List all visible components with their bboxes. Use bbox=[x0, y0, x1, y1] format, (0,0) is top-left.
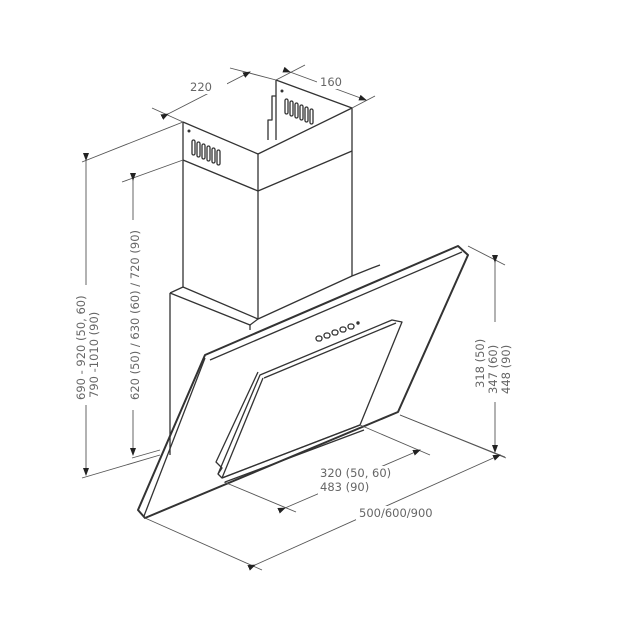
dim-chimney-width: 220 bbox=[151, 67, 277, 123]
dim-label-160: 160 bbox=[320, 75, 342, 89]
hood-body bbox=[169, 264, 381, 455]
dim-label-hood-depth-2: 483 (90) bbox=[320, 480, 369, 494]
dim-hood-width: 500/600/900 bbox=[144, 414, 507, 571]
vent-slots-right bbox=[280, 89, 314, 125]
control-buttons bbox=[315, 321, 360, 342]
dim-label-hood-height-1: 318 (50) bbox=[473, 339, 487, 388]
inclined-glass-panel bbox=[137, 245, 469, 519]
dim-label-hood-depth-1: 320 (50, 60) bbox=[320, 466, 391, 480]
dim-label-total-height-2: 790 -1010 (90) bbox=[87, 312, 101, 398]
dim-chimney-height: 620 (50) / 630 (60) / 720 (90) bbox=[121, 159, 184, 459]
dim-hood-height: 318 (50) 347 (60) 448 (90) bbox=[399, 245, 520, 458]
dim-label-total-height-1: 690 - 920 (50, 60) bbox=[74, 295, 88, 400]
vent-slots-left bbox=[187, 129, 221, 166]
dim-total-height: 690 - 920 (50, 60) 790 -1010 (90) bbox=[72, 121, 184, 479]
dim-label-hood-height-3: 448 (90) bbox=[499, 345, 513, 394]
dim-chimney-depth: 160 bbox=[275, 64, 376, 109]
dim-label-hood-height-2: 347 (60) bbox=[486, 345, 500, 394]
dim-label-hood-width: 500/600/900 bbox=[359, 506, 433, 520]
dim-label-220: 220 bbox=[190, 80, 212, 94]
dim-label-chimney-height: 620 (50) / 630 (60) / 720 (90) bbox=[128, 230, 142, 400]
chimney-upper bbox=[182, 79, 353, 320]
